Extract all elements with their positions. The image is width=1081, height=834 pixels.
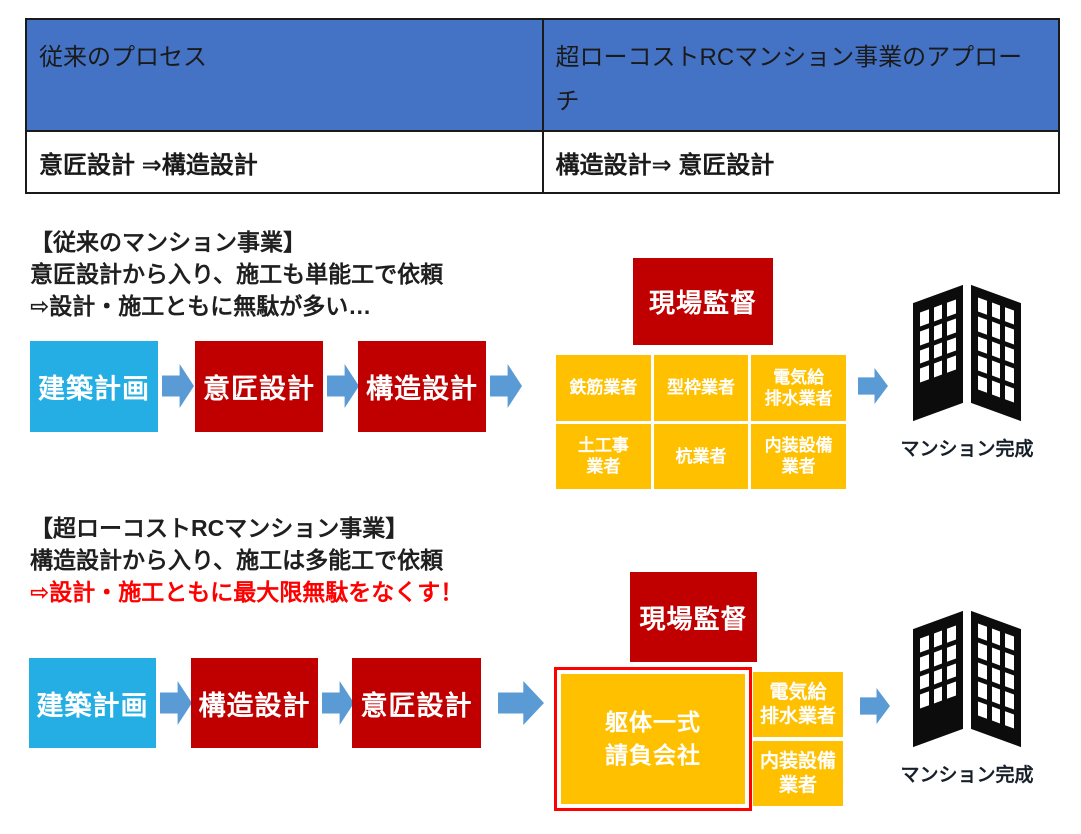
site-supervisor-box: 現場監督 — [630, 572, 757, 662]
step-box-design: 意匠設計 — [195, 341, 323, 432]
step-box-plan: 建築計画 — [29, 658, 156, 748]
step-box-structure: 構造設計 — [358, 341, 486, 432]
trade-box-piling: 杭業者 — [653, 423, 749, 489]
table-header-lowcost: 超ローコストRCマンション事業のアプローチ — [541, 18, 1060, 132]
flow-arrow-icon — [322, 681, 354, 725]
trade-box-electric-plumbing: 電気給 排水業者 — [751, 355, 846, 421]
table-header-traditional: 従来のプロセス — [25, 18, 544, 132]
section-traditional-conclusion: ⇨設計・施工ともに無駄が多い… — [30, 293, 372, 319]
site-supervisor-box: 現場監督 — [633, 258, 773, 345]
table-cell-lowcost-order: 構造設計⇒ 意匠設計 — [541, 130, 1060, 194]
comparison-table: 従来のプロセス 超ローコストRCマンション事業のアプローチ 意匠設計 ⇒構造設計… — [25, 18, 1060, 194]
section-lowcost-title: 【超ローコストRCマンション事業】 — [30, 515, 409, 541]
completed-building-group: マンション完成 — [897, 604, 1037, 787]
trade-box-formwork: 型枠業者 — [653, 355, 749, 421]
structure-contractor-box: 躯体一式 請負会社 — [554, 667, 752, 811]
section-traditional-title: 【従来のマンション事業】 — [30, 229, 306, 255]
trade-box-earthwork: 土工事 業者 — [556, 423, 651, 489]
completed-building-group: マンション完成 — [897, 278, 1037, 461]
building-icon — [911, 278, 1023, 428]
trade-box-electric-plumbing: 電気給 排水業者 — [753, 672, 843, 737]
flow-arrow-icon — [162, 364, 194, 408]
completed-building-label: マンション完成 — [900, 439, 1034, 460]
trade-box-interior: 内装設備 業者 — [751, 423, 846, 489]
table-cell-traditional-order: 意匠設計 ⇒構造設計 — [25, 130, 544, 194]
table-row: 意匠設計 ⇒構造設計 構造設計⇒ 意匠設計 — [25, 130, 1060, 194]
section-lowcost-heading: 【超ローコストRCマンション事業】 構造設計から入り、施工は多能工で依頼 ⇨設計… — [30, 512, 463, 608]
flow-arrow-icon — [327, 364, 359, 408]
flow-arrow-icon — [858, 368, 888, 404]
building-icon — [911, 604, 1023, 754]
section-lowcost-subtitle: 構造設計から入り、施工は多能工で依頼 — [30, 547, 444, 573]
flow-arrow-icon — [498, 681, 544, 725]
trade-box-interior: 内装設備 業者 — [753, 741, 843, 806]
trade-column: 電気給 排水業者 内装設備 業者 — [753, 672, 843, 806]
flow-arrow-icon — [860, 688, 890, 724]
trade-box-rebar: 鉄筋業者 — [556, 355, 651, 421]
flow-arrow-icon — [160, 681, 192, 725]
step-box-plan: 建築計画 — [30, 341, 158, 432]
flow-arrow-icon — [490, 364, 522, 408]
section-traditional-heading: 【従来のマンション事業】 意匠設計から入り、施工も単能工で依頼 ⇨設計・施工とも… — [30, 226, 443, 322]
section-lowcost-conclusion: ⇨設計・施工ともに最大限無駄をなくす！ — [30, 579, 464, 605]
section-traditional-subtitle: 意匠設計から入り、施工も単能工で依頼 — [30, 261, 444, 287]
step-box-design: 意匠設計 — [352, 658, 481, 748]
trade-grid: 鉄筋業者 型枠業者 電気給 排水業者 土工事 業者 杭業者 内装設備 業者 — [556, 355, 846, 489]
step-box-structure: 構造設計 — [191, 658, 318, 748]
completed-building-label: マンション完成 — [900, 765, 1034, 786]
